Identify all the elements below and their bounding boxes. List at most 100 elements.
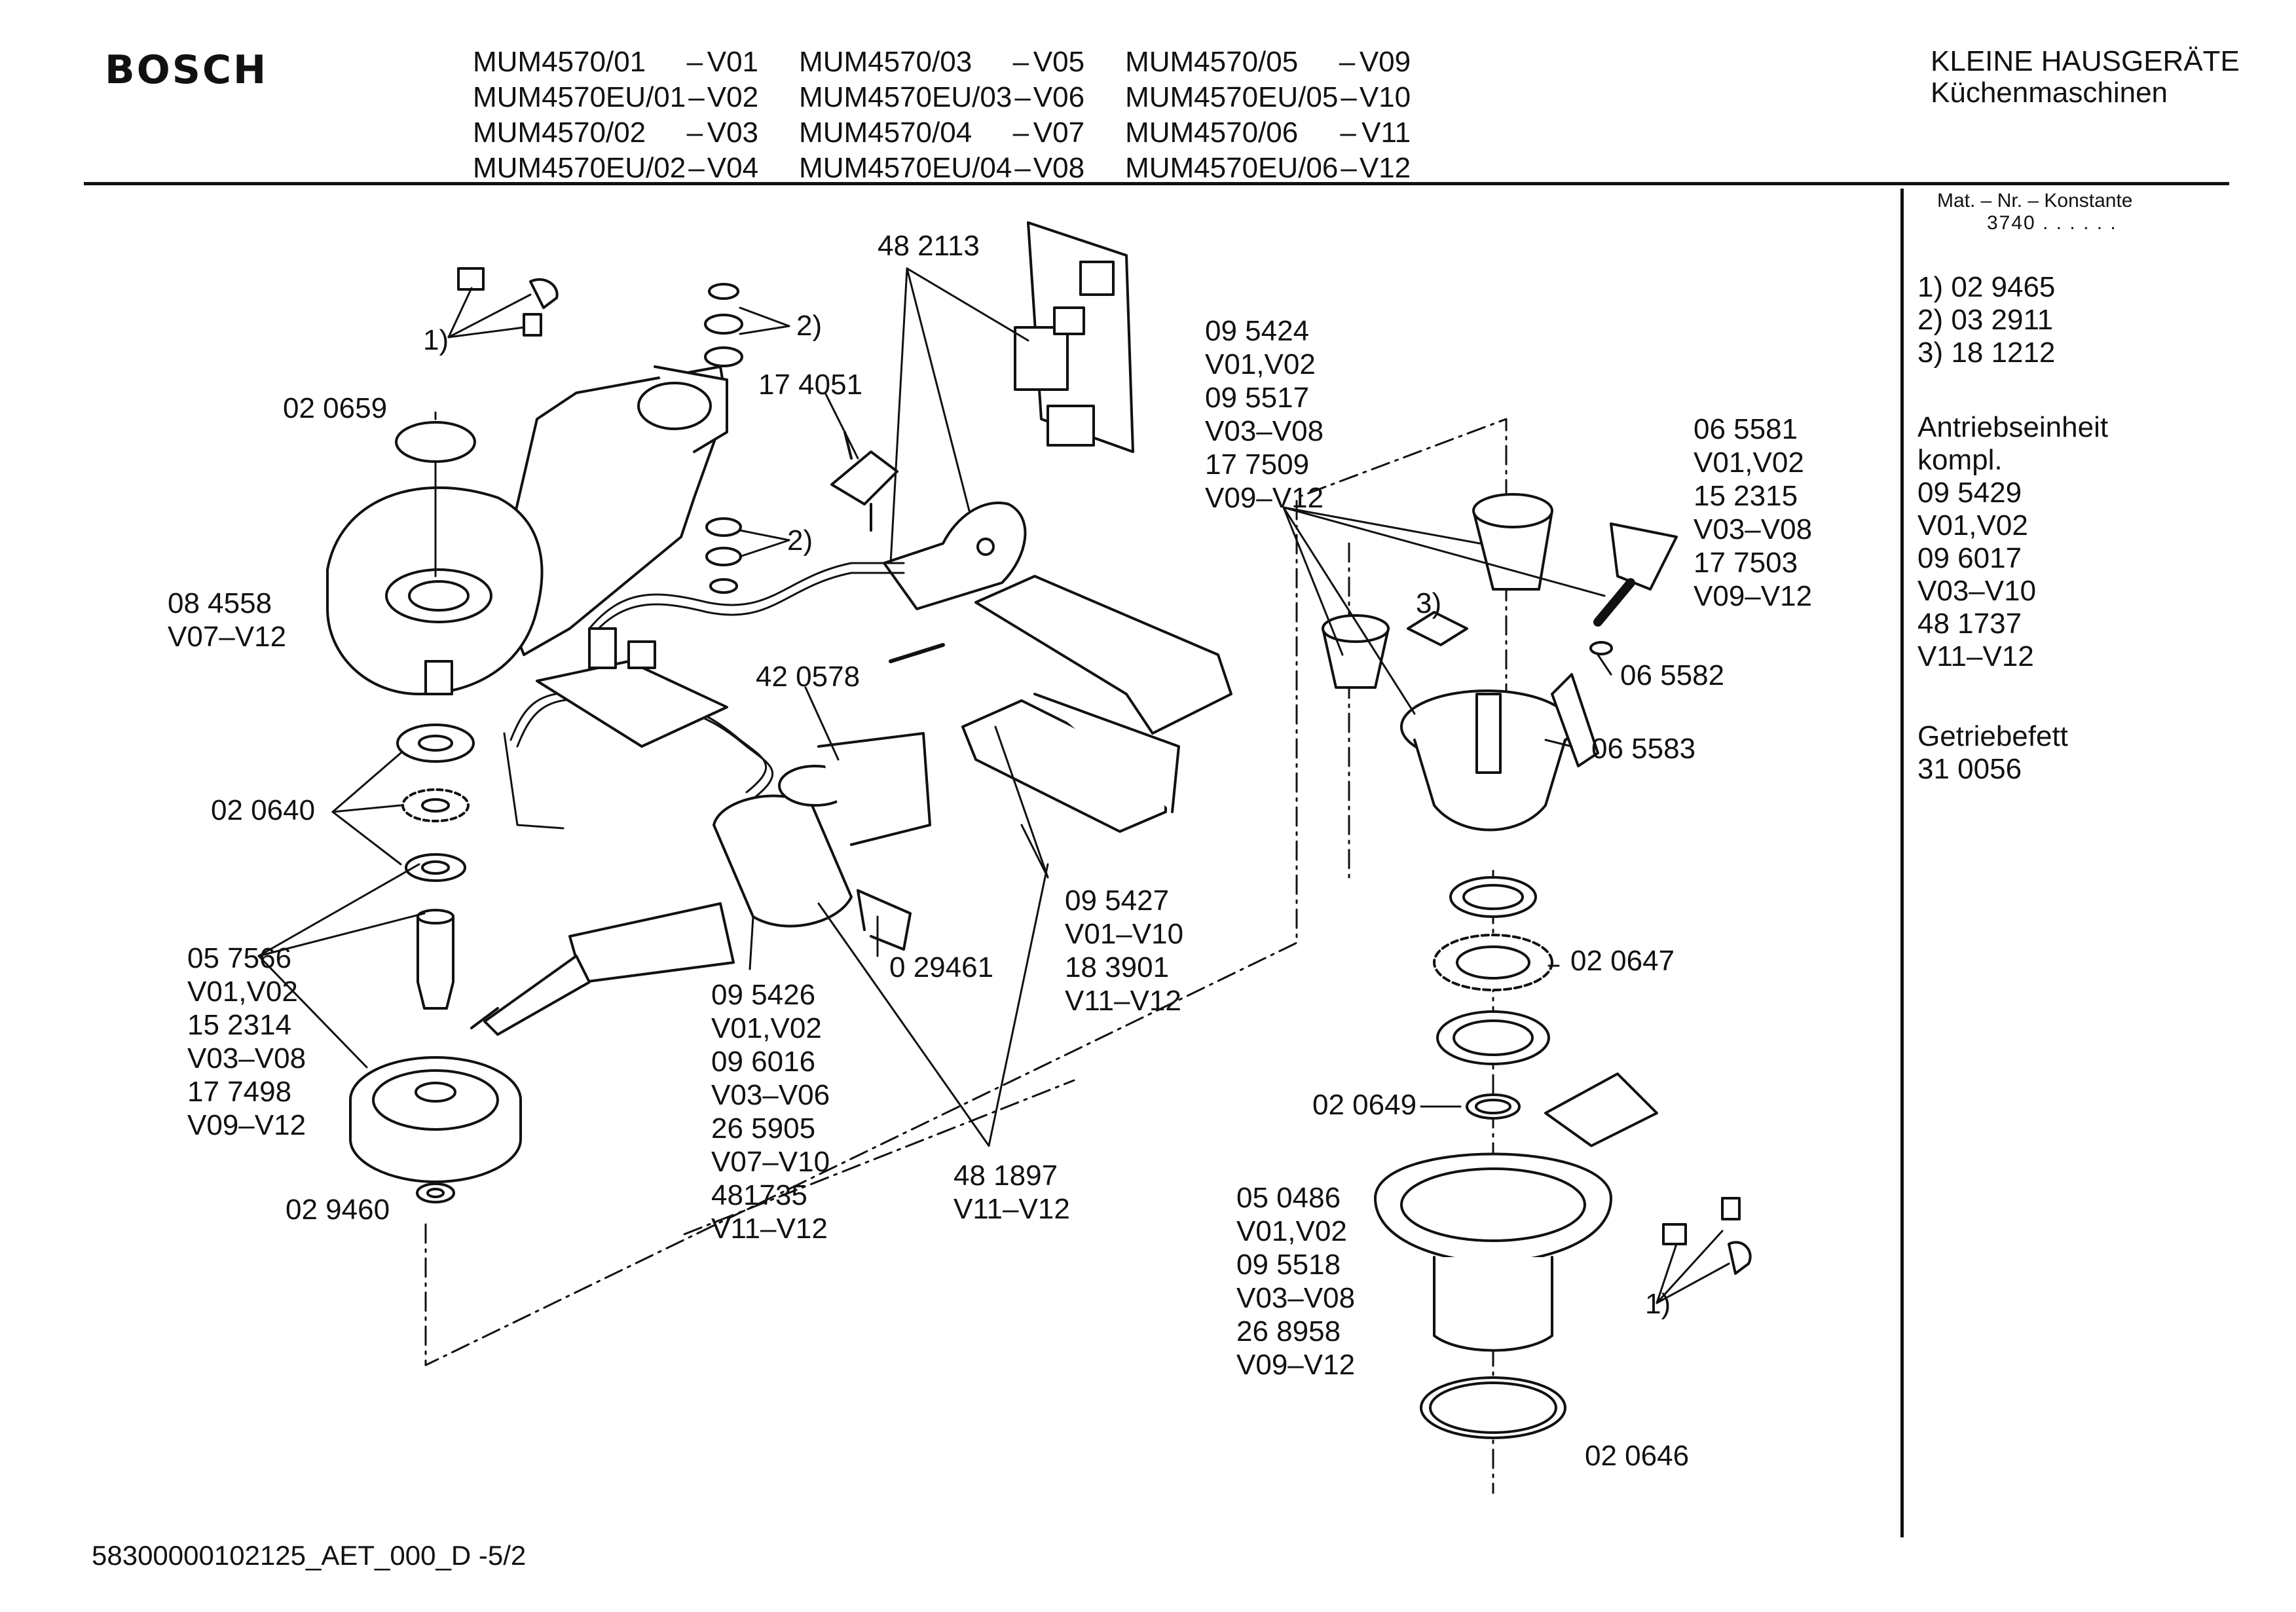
model-entry: MUM4570EU/04–V08	[799, 152, 1084, 185]
washer-stack-top	[704, 283, 743, 367]
drive-unit-line: V03–V10	[1917, 575, 2037, 607]
drive-unit-line: 48 1737	[1917, 608, 2022, 640]
model-entry: MUM4570EU/03–V06	[799, 81, 1084, 114]
variant-code: V12	[1359, 152, 1411, 184]
footnote-3: 3) 18 1212	[1917, 337, 2056, 369]
part-label: 17 4051	[758, 369, 863, 401]
model-entry: MUM4570/01–V01	[473, 46, 758, 79]
footnote-ref: 2)	[787, 524, 813, 557]
model-number: MUM4570/03	[799, 46, 972, 78]
model-entry: MUM4570/02 –V03	[473, 117, 758, 149]
part-label: 02 0649	[1312, 1089, 1417, 1121]
footnote-1: 1) 02 9465	[1917, 271, 2056, 303]
model-number: MUM4570/02	[473, 117, 646, 149]
model-number: MUM4570EU/03	[799, 81, 1012, 113]
part-label: 02 9460	[286, 1194, 390, 1226]
grease-block: Getriebefett 31 0056	[1917, 720, 2284, 786]
part-label: 05 7566 V01,V02 15 2314 V03–V08 17 7498 …	[187, 942, 306, 1141]
variant-code: V07	[1033, 117, 1085, 149]
model-number: MUM4570/06	[1125, 117, 1299, 149]
model-entry: MUM4570/04–V07	[799, 117, 1084, 149]
model-number: MUM4570/04	[799, 117, 972, 149]
sensor-paddle	[883, 502, 1027, 610]
footnote-list: 1) 02 9465 2) 03 2911 3) 18 1212	[1917, 271, 2284, 369]
separator: –	[686, 117, 703, 149]
upper-housing	[326, 365, 728, 695]
header-divider	[84, 182, 2229, 185]
footnote-ref: 1)	[1645, 1288, 1671, 1320]
material-number-value: 3740 . . . . . .	[1987, 212, 2117, 234]
brush-parts-right	[1662, 1197, 1752, 1275]
footnote-ref: 3)	[1416, 587, 1442, 619]
separator: –	[688, 81, 705, 113]
document-id: 58300000102125_AET_000_D -5/2	[92, 1540, 527, 1571]
separator: –	[1014, 152, 1031, 184]
seal-ring-bottom	[1420, 1376, 1566, 1439]
variant-code: V04	[707, 152, 759, 184]
variant-code: V01	[707, 46, 759, 78]
variant-code: V08	[1033, 152, 1085, 184]
part-label: 09 5427 V01–V10 18 3901 V11–V12	[1065, 885, 1184, 1017]
large-gear	[349, 1056, 522, 1183]
sidebar-divider	[1900, 189, 1904, 1537]
model-entry: MUM4570/03–V05	[799, 46, 1084, 79]
model-number: MUM4570/05	[1125, 46, 1299, 78]
model-number: MUM4570EU/01	[473, 81, 686, 113]
variant-code: V09	[1359, 46, 1411, 78]
terminal-block	[536, 627, 728, 748]
category-subtitle: Küchenmaschinen	[1931, 77, 2168, 109]
grease-number: 31 0056	[1917, 753, 2022, 785]
separator: –	[1014, 81, 1031, 113]
model-number: MUM4570/01	[473, 46, 646, 78]
part-label: 02 0640	[211, 794, 316, 826]
grease-label: Getriebefett	[1917, 720, 2068, 752]
footnote-ref: 2)	[796, 310, 823, 342]
footnote-ref: 1)	[423, 324, 449, 356]
part-label: 02 0646	[1585, 1440, 1690, 1472]
washer-stack-mid	[705, 517, 742, 594]
circuit-board	[1014, 221, 1134, 453]
variant-code: V11	[1361, 117, 1411, 149]
part-label: 09 5426 V01,V02 09 6016 V03–V06 26 5905 …	[711, 979, 830, 1245]
drive-unit-line: kompl.	[1917, 444, 2003, 476]
material-number-header: Mat. – Nr. – Konstante	[1937, 190, 2133, 211]
drive-unit-line: Antriebseinheit	[1917, 411, 2109, 443]
part-label: 48 2113	[878, 230, 980, 262]
variant-code: V10	[1359, 81, 1411, 113]
spring-clip	[830, 431, 898, 532]
model-entry: MUM4570/06 –V11	[1125, 117, 1411, 149]
part-label: 06 5583	[1591, 733, 1696, 765]
part-label: 42 0578	[756, 661, 861, 693]
variant-code: V03	[707, 117, 759, 149]
part-label: 09 5424 V01,V02 09 5517 V03–V08 17 7509 …	[1205, 315, 1324, 514]
model-number: MUM4570EU/06	[1125, 152, 1339, 184]
sidebar: Mat. – Nr. – Konstante 3740 . . . . . . …	[1917, 190, 2284, 786]
variant-code: V02	[707, 81, 759, 113]
part-label: 08 4558 V07–V12	[168, 587, 287, 653]
screw-part	[889, 643, 945, 663]
drive-unit-line: V01,V02	[1917, 509, 2028, 541]
pinion-shaft	[1593, 522, 1678, 627]
brand-logo: BOSCH	[105, 47, 268, 93]
separator: –	[1339, 46, 1356, 78]
category-block: KLEINE HAUSGERÄTE Küchenmaschinen	[1931, 46, 2240, 109]
leader-lines	[257, 267, 1730, 1304]
brush-parts-left	[457, 267, 559, 337]
model-number: MUM4570EU/02	[473, 152, 686, 184]
bearing-stack-right	[1433, 876, 1553, 1120]
o-ring-part	[395, 421, 476, 463]
variant-code: V06	[1033, 81, 1085, 113]
part-label: 06 5582	[1620, 659, 1725, 691]
separator: –	[1341, 81, 1357, 113]
drive-unit-block: Antriebseinheit kompl. 09 5429 V01,V02 0…	[1917, 411, 2284, 673]
part-label: 05 0486 V01,V02 09 5518 V03–V08 26 8958 …	[1236, 1182, 1356, 1381]
bearing-stack-left	[396, 724, 475, 882]
lower-housing	[1374, 1072, 1658, 1352]
part-label: 0 29461	[889, 951, 994, 983]
gear-housing	[1400, 673, 1599, 832]
drive-shaft	[417, 909, 454, 1010]
stator	[961, 575, 1232, 833]
category-title: KLEINE HAUSGERÄTE	[1931, 45, 2240, 77]
separator: –	[1340, 117, 1356, 149]
